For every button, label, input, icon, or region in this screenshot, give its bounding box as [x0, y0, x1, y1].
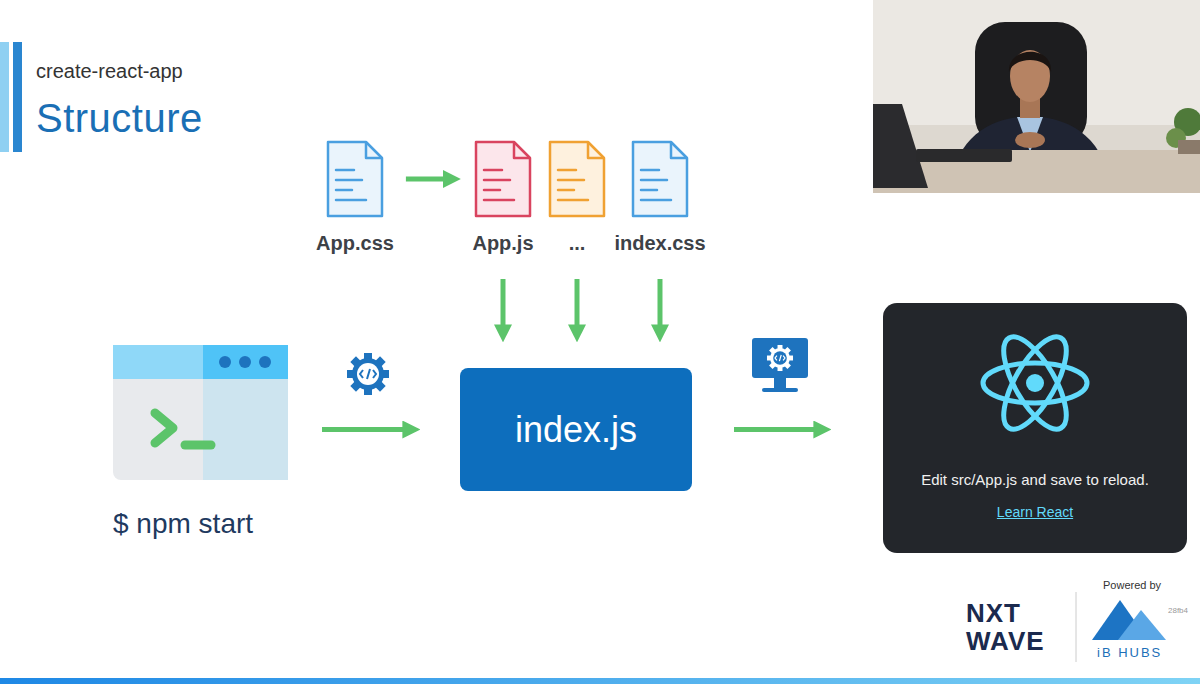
- file-line: [484, 179, 510, 182]
- file-line: [641, 179, 667, 182]
- logo-caption: Powered by: [1103, 579, 1161, 591]
- window-dot: [239, 356, 251, 368]
- flow-arrow: [322, 427, 406, 432]
- command-label: $ npm start: [113, 508, 292, 540]
- link-text: Learn React: [997, 504, 1073, 520]
- file-line: [484, 189, 500, 192]
- terminal-icon: [113, 345, 288, 480]
- react-orbit: [983, 363, 1087, 403]
- mountain-logo: [1118, 610, 1166, 640]
- file-line: [641, 199, 671, 202]
- accent-bar: [13, 42, 22, 152]
- file-outline: [476, 142, 530, 216]
- file-fold: [514, 142, 530, 158]
- file-outline: [550, 142, 604, 216]
- person-hair: [1009, 52, 1051, 72]
- gear-hole: [773, 351, 787, 365]
- code-glyph: [360, 369, 376, 379]
- file-line: [558, 179, 584, 182]
- terminal-bar: [113, 345, 203, 379]
- monitor-screen: [752, 338, 808, 378]
- monitor-icon: [752, 338, 808, 392]
- gear-icon: [347, 353, 389, 395]
- slide-title: Structure: [36, 96, 203, 141]
- window-dot: [259, 356, 271, 368]
- react-core: [1026, 374, 1044, 392]
- terminal-side: [203, 345, 288, 480]
- logo-word: WAVE: [966, 626, 1045, 657]
- react-orbit: [992, 333, 1079, 433]
- video-ground: [873, 0, 1200, 193]
- file-icon-node: App.js: [468, 140, 537, 255]
- file-line: [336, 199, 366, 202]
- plant-pot: [1178, 140, 1200, 154]
- flow-arrow: [501, 279, 506, 328]
- file-line: [558, 169, 576, 172]
- logo-word: NXT: [966, 598, 1021, 629]
- panel-text: Edit src/App.js and save to reload.: [921, 471, 1149, 488]
- gear-hole: [357, 363, 379, 385]
- file-icon: [548, 140, 606, 218]
- logo-divider: [1076, 592, 1077, 662]
- file-name: App.js: [472, 232, 533, 255]
- react-logo: [975, 333, 1095, 433]
- window-dot: [219, 356, 231, 368]
- monitor-stand: [774, 378, 786, 388]
- video-wall: [873, 0, 1200, 125]
- keyboard: [916, 149, 1012, 162]
- flow-arrow: [406, 177, 447, 182]
- cursor-glyph: [185, 441, 211, 450]
- accent-bar: [0, 42, 9, 152]
- terminal-node: $ npm start: [113, 345, 292, 540]
- slide-subtitle: create-react-app: [36, 60, 183, 83]
- flow-arrow: [734, 427, 817, 432]
- file-line: [484, 199, 514, 202]
- process-box: index.js: [460, 368, 692, 491]
- file-fold: [588, 142, 604, 158]
- person-hands: [1015, 132, 1045, 148]
- watermark: 28fb4: [1168, 606, 1188, 615]
- file-outline: [328, 142, 382, 216]
- terminal-body: [113, 345, 288, 480]
- file-line: [558, 199, 588, 202]
- file-line: [336, 179, 362, 182]
- file-name: App.css: [316, 232, 394, 255]
- file-line: [558, 189, 574, 192]
- monitor-gear: [767, 345, 793, 371]
- file-line: [484, 169, 502, 172]
- react-orbit: [992, 333, 1079, 433]
- flow-arrow: [575, 279, 580, 328]
- file-icon: [474, 140, 532, 218]
- file-icon-node: App.css: [312, 140, 398, 255]
- file-fold: [366, 142, 382, 158]
- code-glyph: [775, 355, 785, 361]
- prompt-glyph: [155, 413, 173, 443]
- terminal-bar: [203, 345, 288, 379]
- gear-body: [770, 348, 790, 368]
- file-icon: [326, 140, 384, 218]
- file-icon-node: index.css: [610, 140, 709, 255]
- file-name: ...: [569, 232, 586, 255]
- flow-arrow: [657, 279, 662, 328]
- file-icon: [631, 140, 689, 218]
- monitor-base: [762, 388, 798, 392]
- file-name: index.css: [614, 232, 705, 255]
- browser-panel: Edit src/App.js and save to reload. Learn…: [883, 303, 1187, 553]
- file-line: [641, 189, 657, 192]
- file-line: [336, 169, 354, 172]
- gear-body: [352, 358, 384, 390]
- logo-word: iB HUBS: [1097, 645, 1162, 660]
- file-icon-node: ...: [544, 140, 610, 255]
- file-fold: [671, 142, 687, 158]
- box-label: index.js: [515, 409, 637, 451]
- file-outline: [633, 142, 687, 216]
- bottom-stripe: [0, 678, 1200, 684]
- file-line: [336, 189, 352, 192]
- webcam-video: [873, 0, 1200, 193]
- laptop: [873, 104, 928, 188]
- file-line: [641, 169, 659, 172]
